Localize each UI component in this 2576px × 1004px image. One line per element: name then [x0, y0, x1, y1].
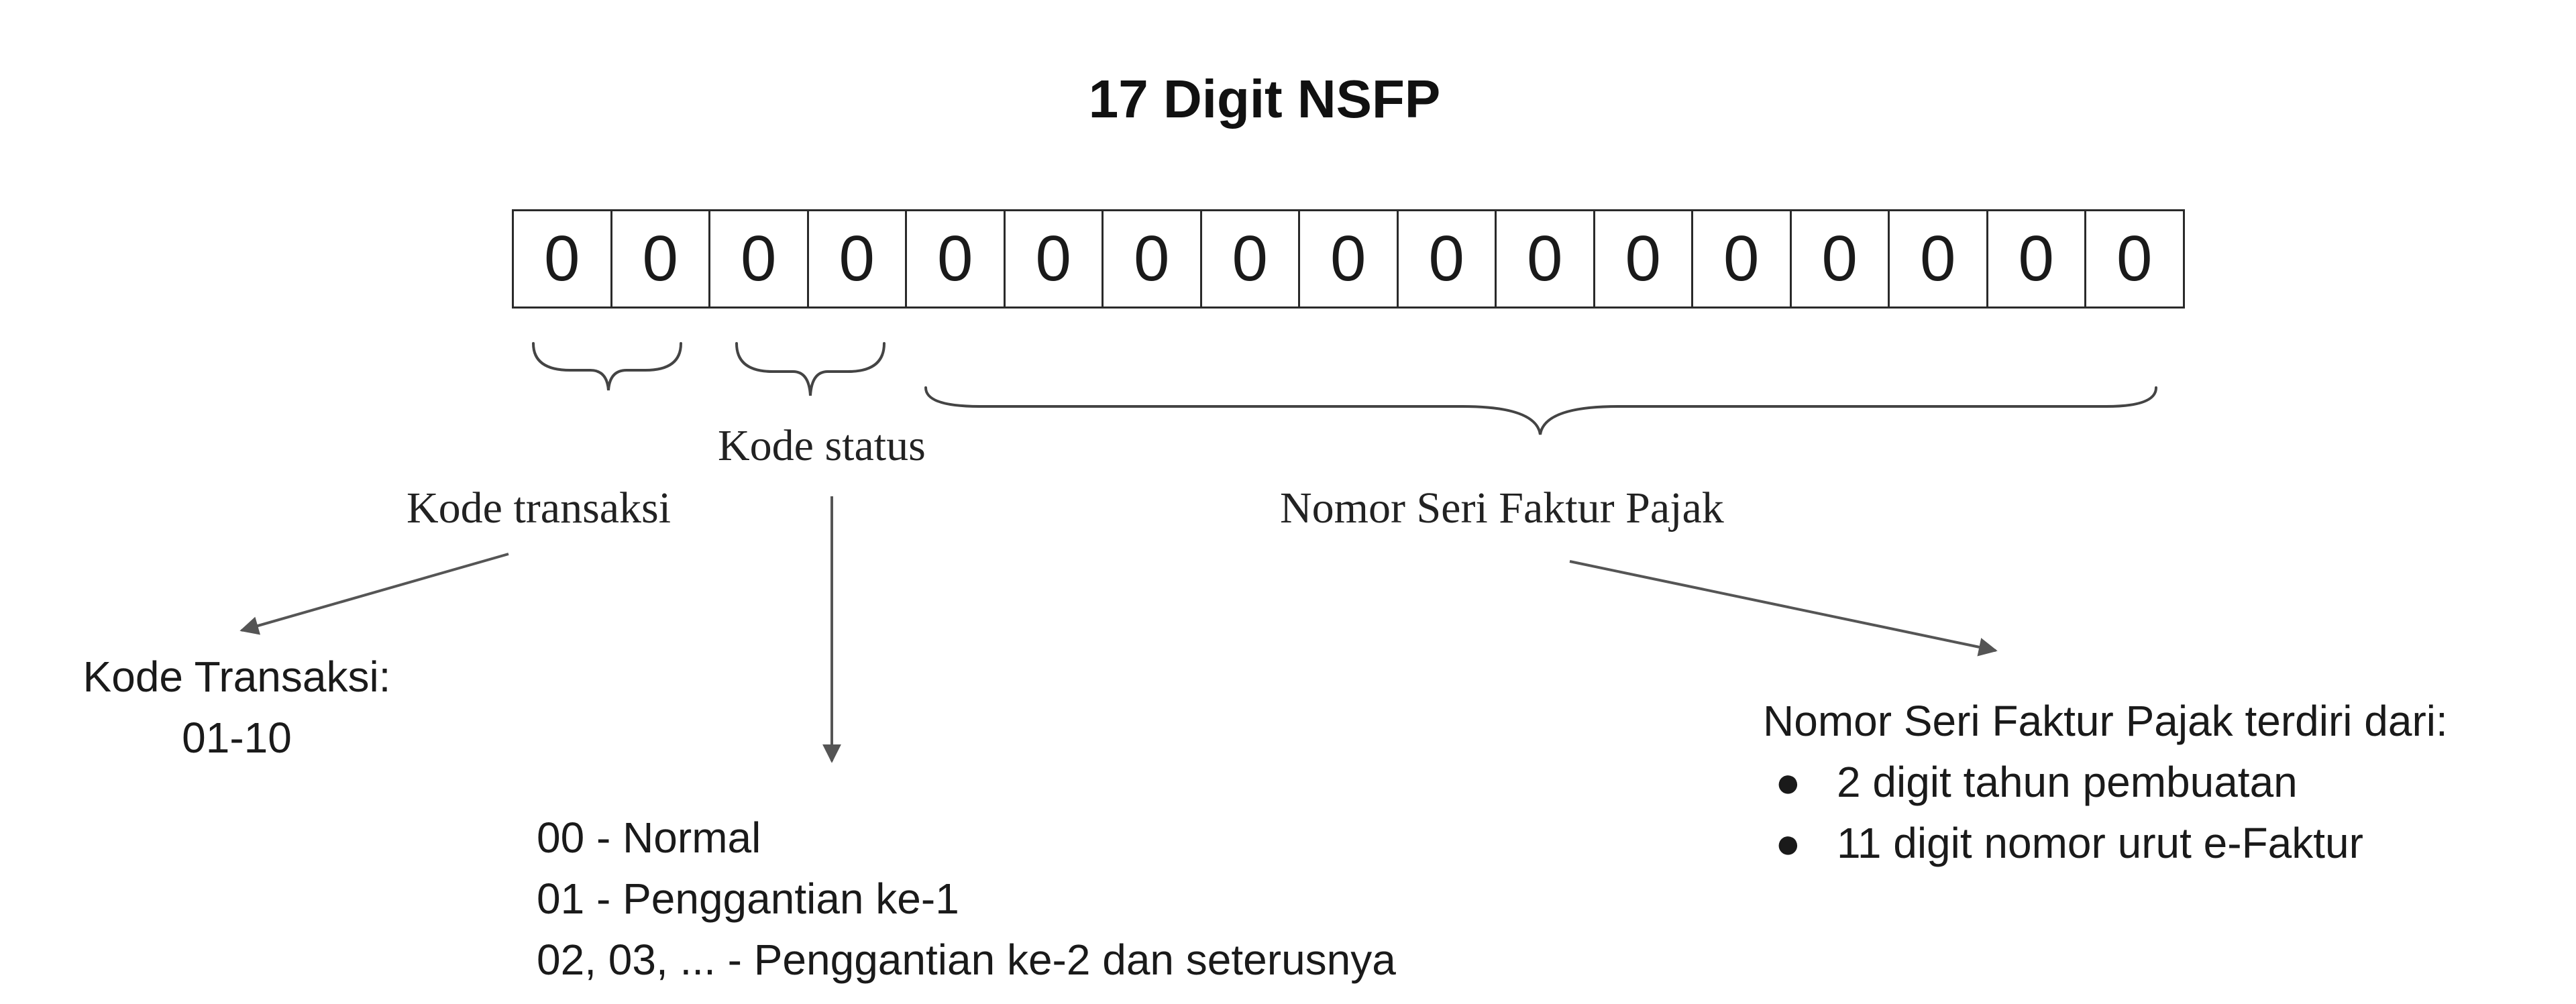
arrow-kode-transaksi	[239, 553, 509, 635]
kode-status-line: 00 - Normal	[537, 814, 761, 862]
digit-cell: 0	[1398, 209, 1497, 309]
list-item-text: 2 digit tahun pembuatan	[1837, 757, 2298, 806]
nomor-seri-heading: Nomor Seri Faktur Pajak terdiri dari:	[1763, 697, 2448, 745]
list-item: ● 11 digit nomor urut e-Faktur	[1763, 813, 2448, 874]
list-item-text: 11 digit nomor urut e-Faktur	[1837, 818, 2363, 867]
digit-cell: 0	[1005, 209, 1104, 309]
digit-cell: 0	[1791, 209, 1890, 309]
digit-cell: 0	[907, 209, 1006, 309]
arrow-nomor-seri	[1569, 560, 1998, 657]
kode-transaksi-detail: Kode Transaksi: 01-10	[59, 647, 415, 769]
kode-status-line: 01 - Penggantian ke-1	[537, 874, 959, 923]
nomor-seri-list: ● 2 digit tahun pembuatan ● 11 digit nom…	[1763, 752, 2448, 874]
bullet-icon: ●	[1775, 757, 1801, 806]
diagram-title: 17 Digit NSFP	[1088, 69, 1441, 129]
brace-kode-transaksi	[532, 342, 682, 391]
kode-status-detail: 00 - Normal 01 - Penggantian ke-1 02, 03…	[537, 807, 1396, 991]
digit-cell: 0	[808, 209, 907, 309]
digit-cell: 0	[1890, 209, 1988, 309]
digit-cell: 0	[1693, 209, 1792, 309]
kode-status-line: 02, 03, ... - Penggantian ke-2 dan seter…	[537, 935, 1396, 984]
label-kode-status: Kode status	[718, 421, 926, 470]
kode-transaksi-heading: Kode Transaksi:	[83, 653, 391, 701]
brace-nomor-seri	[924, 386, 2157, 435]
digit-cell: 0	[1595, 209, 1693, 309]
bullet-icon: ●	[1775, 818, 1801, 867]
digit-cell: 0	[1300, 209, 1399, 309]
list-item: ● 2 digit tahun pembuatan	[1763, 752, 2448, 813]
digit-cell: 0	[1201, 209, 1300, 309]
digit-cell: 0	[514, 209, 612, 309]
label-nomor-seri: Nomor Seri Faktur Pajak	[1280, 484, 1724, 533]
digit-cell: 0	[612, 209, 710, 309]
brace-kode-status	[735, 342, 885, 396]
kode-transaksi-range: 01-10	[182, 713, 292, 762]
label-kode-transaksi: Kode transaksi	[407, 484, 672, 533]
nomor-seri-detail: Nomor Seri Faktur Pajak terdiri dari: ● …	[1763, 691, 2448, 874]
digit-cell: 0	[710, 209, 809, 309]
digit-cell: 0	[1497, 209, 1595, 309]
digit-cell: 0	[1988, 209, 2086, 309]
digit-cell: 0	[1104, 209, 1202, 309]
digit-cell: 0	[2086, 209, 2185, 309]
